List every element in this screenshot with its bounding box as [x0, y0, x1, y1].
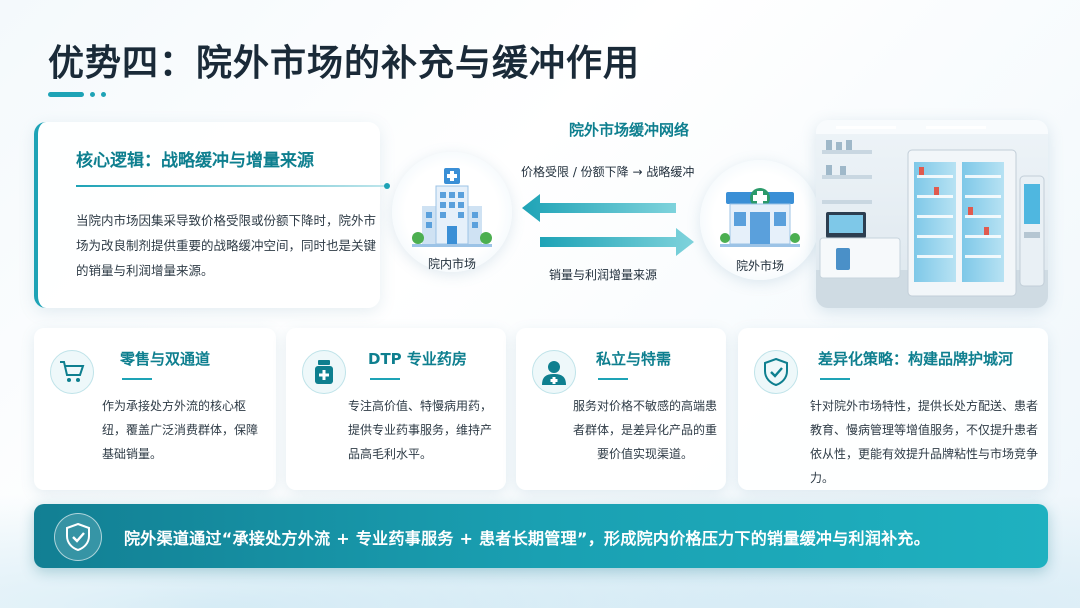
card-body: 作为承接处方外流的核心枢纽，覆盖广泛消费群体，保障基础销量。	[102, 399, 259, 461]
right-arrow-icon	[540, 228, 694, 256]
card-body: 针对院外市场特性，提供长处方配送、患者教育、慢病管理等增值服务，不仅提升患者依从…	[810, 399, 1039, 485]
card-divider	[370, 378, 400, 380]
network-title: 院外市场缓冲网络	[569, 121, 690, 139]
icon-wrapper	[754, 350, 798, 394]
icon-wrapper	[54, 513, 102, 561]
card-divider	[820, 378, 850, 380]
bottom-arrow-label: 销量与利润增量来源	[549, 268, 658, 282]
icon-wrapper	[532, 350, 576, 394]
doctor-icon	[542, 361, 566, 385]
core-logic-title: 核心逻辑：战略缓冲与增量来源	[76, 151, 314, 171]
pharmacy-store-icon	[720, 188, 800, 247]
card-title: DTP 专业药房	[368, 350, 467, 368]
summary-banner: 院外渠道通过“承接处方外流 + 专业药事服务 + 患者长期管理”，形成院内价格压…	[34, 504, 1048, 568]
card-divider	[122, 378, 152, 380]
private-special-card: 私立与特需 服务对价格不敏感的高端患者群体，是差异化产品的重要价值实现渠道。	[516, 328, 726, 490]
pharmacy-interior-image	[816, 120, 1048, 308]
top-arrow-label: 价格受限 / 份额下降 → 战略缓冲	[521, 165, 695, 179]
hospital-building-icon	[412, 168, 492, 247]
card-title: 零售与双通道	[120, 350, 211, 368]
underline-dot	[90, 92, 95, 97]
icon-wrapper	[302, 350, 346, 394]
bidirectional-arrows	[522, 194, 694, 256]
title-underline	[48, 92, 106, 97]
card-divider	[598, 378, 628, 380]
underline-bar	[48, 92, 84, 97]
dtp-pharmacy-card: DTP 专业药房 专注高价值、特慢病用药，提供专业药事服务，维持产品高毛利水平。	[286, 328, 506, 490]
card-title: 私立与特需	[596, 350, 672, 368]
medicine-bottle-icon	[315, 360, 333, 384]
card-title: 差异化策略：构建品牌护城河	[818, 350, 1014, 368]
underline-dot	[101, 92, 106, 97]
card-body: 专注高价值、特慢病用药，提供专业药事服务，维持产品高毛利水平。	[348, 399, 493, 461]
shield-check-icon	[764, 358, 788, 386]
icon-wrapper	[50, 350, 94, 394]
shopping-cart-icon	[60, 361, 85, 382]
out-hospital-label: 院外市场	[735, 259, 784, 273]
core-logic-body: 当院内市场因集采导致价格受限或份额下降时，院外市场为改良制剂提供重要的战略缓冲空…	[76, 213, 377, 278]
core-logic-card: 核心逻辑：战略缓冲与增量来源 当院内市场因集采导致价格受限或份额下降时，院外市场…	[34, 122, 390, 308]
card-body: 服务对价格不敏感的高端患者群体，是差异化产品的重要价值实现渠道。	[572, 399, 717, 461]
in-hospital-node: 院内市场	[392, 152, 512, 272]
retail-dual-channel-card: 零售与双通道 作为承接处方外流的核心枢纽，覆盖广泛消费群体，保障基础销量。	[34, 328, 276, 490]
left-arrow-icon	[522, 194, 676, 222]
summary-text: 院外渠道通过“承接处方外流 + 专业药事服务 + 患者长期管理”，形成院内价格压…	[124, 529, 931, 548]
core-logic-divider	[76, 183, 390, 189]
page-title: 优势四：院外市场的补充与缓冲作用	[48, 43, 641, 84]
shield-check-icon	[66, 523, 90, 551]
in-hospital-label: 院内市场	[427, 257, 476, 271]
differentiation-strategy-card: 差异化策略：构建品牌护城河 针对院外市场特性，提供长处方配送、患者教育、慢病管理…	[738, 328, 1048, 490]
out-hospital-node: 院外市场	[700, 160, 820, 280]
